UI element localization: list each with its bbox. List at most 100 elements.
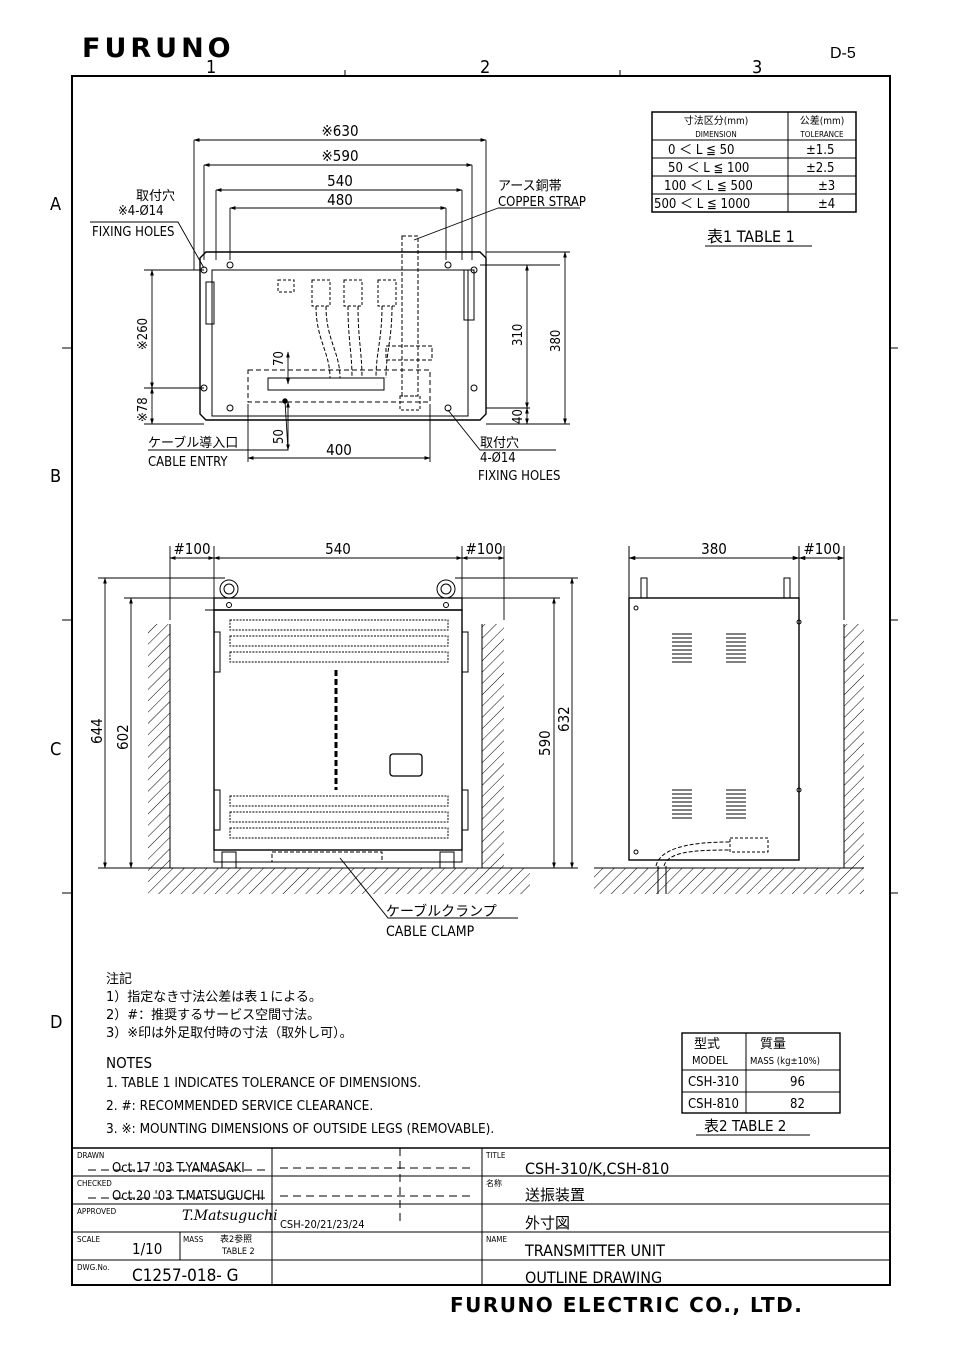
tol-range-1: 0 ＜ L ≦ 50 (668, 143, 735, 158)
tol-value-4: ±4 (818, 197, 835, 212)
note-jp-1: 1）指定なき寸法公差は表１による。 (106, 990, 322, 1005)
tol-range-2: 50 ＜ L ≦ 100 (668, 161, 749, 176)
name-jp-1: 送振装置 (525, 1186, 585, 1204)
dim-540: 540 (327, 172, 353, 190)
notes-title-en: NOTES (106, 1054, 152, 1072)
dim-40: 40 (511, 409, 526, 424)
mass-label: MASS (183, 1235, 204, 1244)
grid-col-3: 3 (752, 57, 762, 78)
dim-260: ※260 (136, 318, 151, 350)
note-en-1: 1. TABLE 1 INDICATES TOLERANCE OF DIMENS… (106, 1075, 421, 1091)
dim-78: ※78 (136, 397, 151, 422)
grid-col-2: 2 (480, 57, 490, 78)
dim-380: 380 (549, 330, 564, 352)
grid-ticks (62, 70, 898, 894)
tol-col2-header-en: TOLERANCE (799, 130, 844, 139)
title-value: CSH-310/K,CSH-810 (525, 1159, 669, 1178)
dim-630: ※630 (321, 122, 358, 140)
front-dim-644: 644 (88, 718, 106, 744)
fixing-right-spec: 4-Ø14 (480, 451, 516, 466)
dim-310: 310 (511, 324, 526, 346)
note-en-2: 2. #: RECOMMENDED SERVICE CLEARANCE. (106, 1098, 373, 1114)
mass-h2-jp: 質量 (760, 1037, 786, 1052)
mass-value-1: 96 (790, 1075, 805, 1090)
grid-row-c: C (50, 739, 61, 760)
note-en-3: 3. ※: MOUNTING DIMENSIONS OF OUTSIDE LEG… (106, 1121, 494, 1137)
cable-entry-en: CABLE ENTRY (148, 455, 228, 470)
top-view (199, 235, 487, 421)
grid-col-1: 1 (206, 57, 216, 78)
fixing-right-jp: 取付穴 (480, 436, 519, 451)
dim-70: 70 (272, 351, 287, 366)
notes-jp-block: 注記 1）指定なき寸法公差は表１による。 2）#：推奨するサービス空間寸法。 3… (106, 971, 353, 1041)
checked-label: CHECKED (77, 1179, 112, 1188)
grid-row-d: D (50, 1012, 62, 1033)
front-dim-602: 602 (114, 724, 132, 750)
front-view (98, 546, 578, 919)
note-jp-2: 2）#：推奨するサービス空間寸法。 (106, 1008, 320, 1023)
top-dim-lines (90, 138, 580, 462)
mass-h1-en: MODEL (692, 1054, 728, 1067)
ref-models: CSH-20/21/23/24 (280, 1218, 365, 1231)
name-label: NAME (486, 1235, 508, 1244)
fixing-left-en: FIXING HOLES (92, 225, 175, 240)
mass-h1-jp: 型式 (694, 1037, 720, 1052)
tol-col1-header-en: DIMENSION (695, 130, 737, 139)
mass-value-2: 82 (790, 1097, 805, 1112)
grid-row-b: B (50, 466, 61, 487)
tol-value-3: ±3 (818, 179, 835, 194)
dwg-label: DWG.No. (77, 1263, 109, 1272)
name-en-1: TRANSMITTER UNIT (524, 1241, 665, 1260)
drawing-frame (71, 75, 891, 1286)
name-jp-2: 外寸図 (525, 1214, 570, 1232)
approved-sign: T.Matsuguchi (182, 1208, 278, 1224)
side-dim-380: 380 (701, 540, 727, 558)
drawn-value: Oct.17 '03 T.YAMASAKI (112, 1161, 245, 1176)
title-label: TITLE (485, 1151, 506, 1160)
dwg-value: C1257-018- G (132, 1266, 239, 1286)
fixing-right-en: FIXING HOLES (478, 469, 561, 484)
front-dim-632: 632 (555, 706, 573, 732)
tol-range-3: 100 ＜ L ≦ 500 (664, 179, 753, 194)
front-dim-clear-right: #100 (465, 540, 502, 558)
title-block (72, 1147, 890, 1285)
approved-label: APPROVED (77, 1207, 117, 1216)
mass-value-jp: 表2参照 (220, 1233, 252, 1245)
cable-clamp-jp: ケーブルクランプ (386, 903, 497, 920)
page-id: D-5 (830, 45, 856, 62)
tol-caption: 表1 TABLE 1 (707, 227, 795, 246)
fixing-left-jp: 取付穴 (136, 189, 175, 204)
drawn-label: DRAWN (77, 1151, 104, 1160)
tol-range-4: 500 ＜ L ≦ 1000 (654, 197, 750, 212)
front-vents (229, 619, 449, 839)
front-dim-clear-left: #100 (173, 540, 210, 558)
tol-col2-header-jp: 公差(mm) (800, 114, 845, 127)
copper-jp: アース銅帯 (498, 179, 562, 194)
mass-model-1: CSH-310 (688, 1075, 739, 1090)
mass-caption: 表2 TABLE 2 (704, 1117, 786, 1135)
side-dim-clear: #100 (803, 540, 840, 558)
scale-label: SCALE (77, 1235, 101, 1244)
grid-labels: 1 2 3 A B C D (50, 57, 762, 1033)
dim-590: ※590 (321, 147, 358, 165)
name-jp-label: 名称 (486, 1178, 502, 1188)
note-jp-3: 3）※印は外足取付時の寸法（取外し可）。 (106, 1026, 353, 1041)
furuno-logo: FURUNO (82, 33, 235, 64)
cable-clamp-en: CABLE CLAMP (386, 924, 475, 940)
dim-50: 50 (272, 429, 287, 444)
front-dim-540: 540 (325, 540, 351, 558)
company-name: FURUNO ELECTRIC CO., LTD. (450, 1293, 803, 1317)
tol-value-1: ±1.5 (806, 143, 834, 158)
grid-row-a: A (50, 194, 61, 215)
checked-value: Oct.20 '03 T.MATSUGUCHI (112, 1189, 264, 1204)
tol-value-2: ±2.5 (806, 161, 834, 176)
fixing-left-spec: ※4-Ø14 (118, 204, 164, 219)
scale-value: 1/10 (132, 1240, 162, 1258)
mass-h2-en: MASS (kg±10%) (750, 1056, 820, 1067)
notes-en-block: NOTES 1. TABLE 1 INDICATES TOLERANCE OF … (106, 1054, 494, 1137)
tol-col1-header-jp: 寸法区分(mm) (684, 114, 749, 127)
side-view (594, 546, 864, 894)
mass-table (681, 1032, 841, 1114)
dim-400: 400 (326, 441, 352, 459)
